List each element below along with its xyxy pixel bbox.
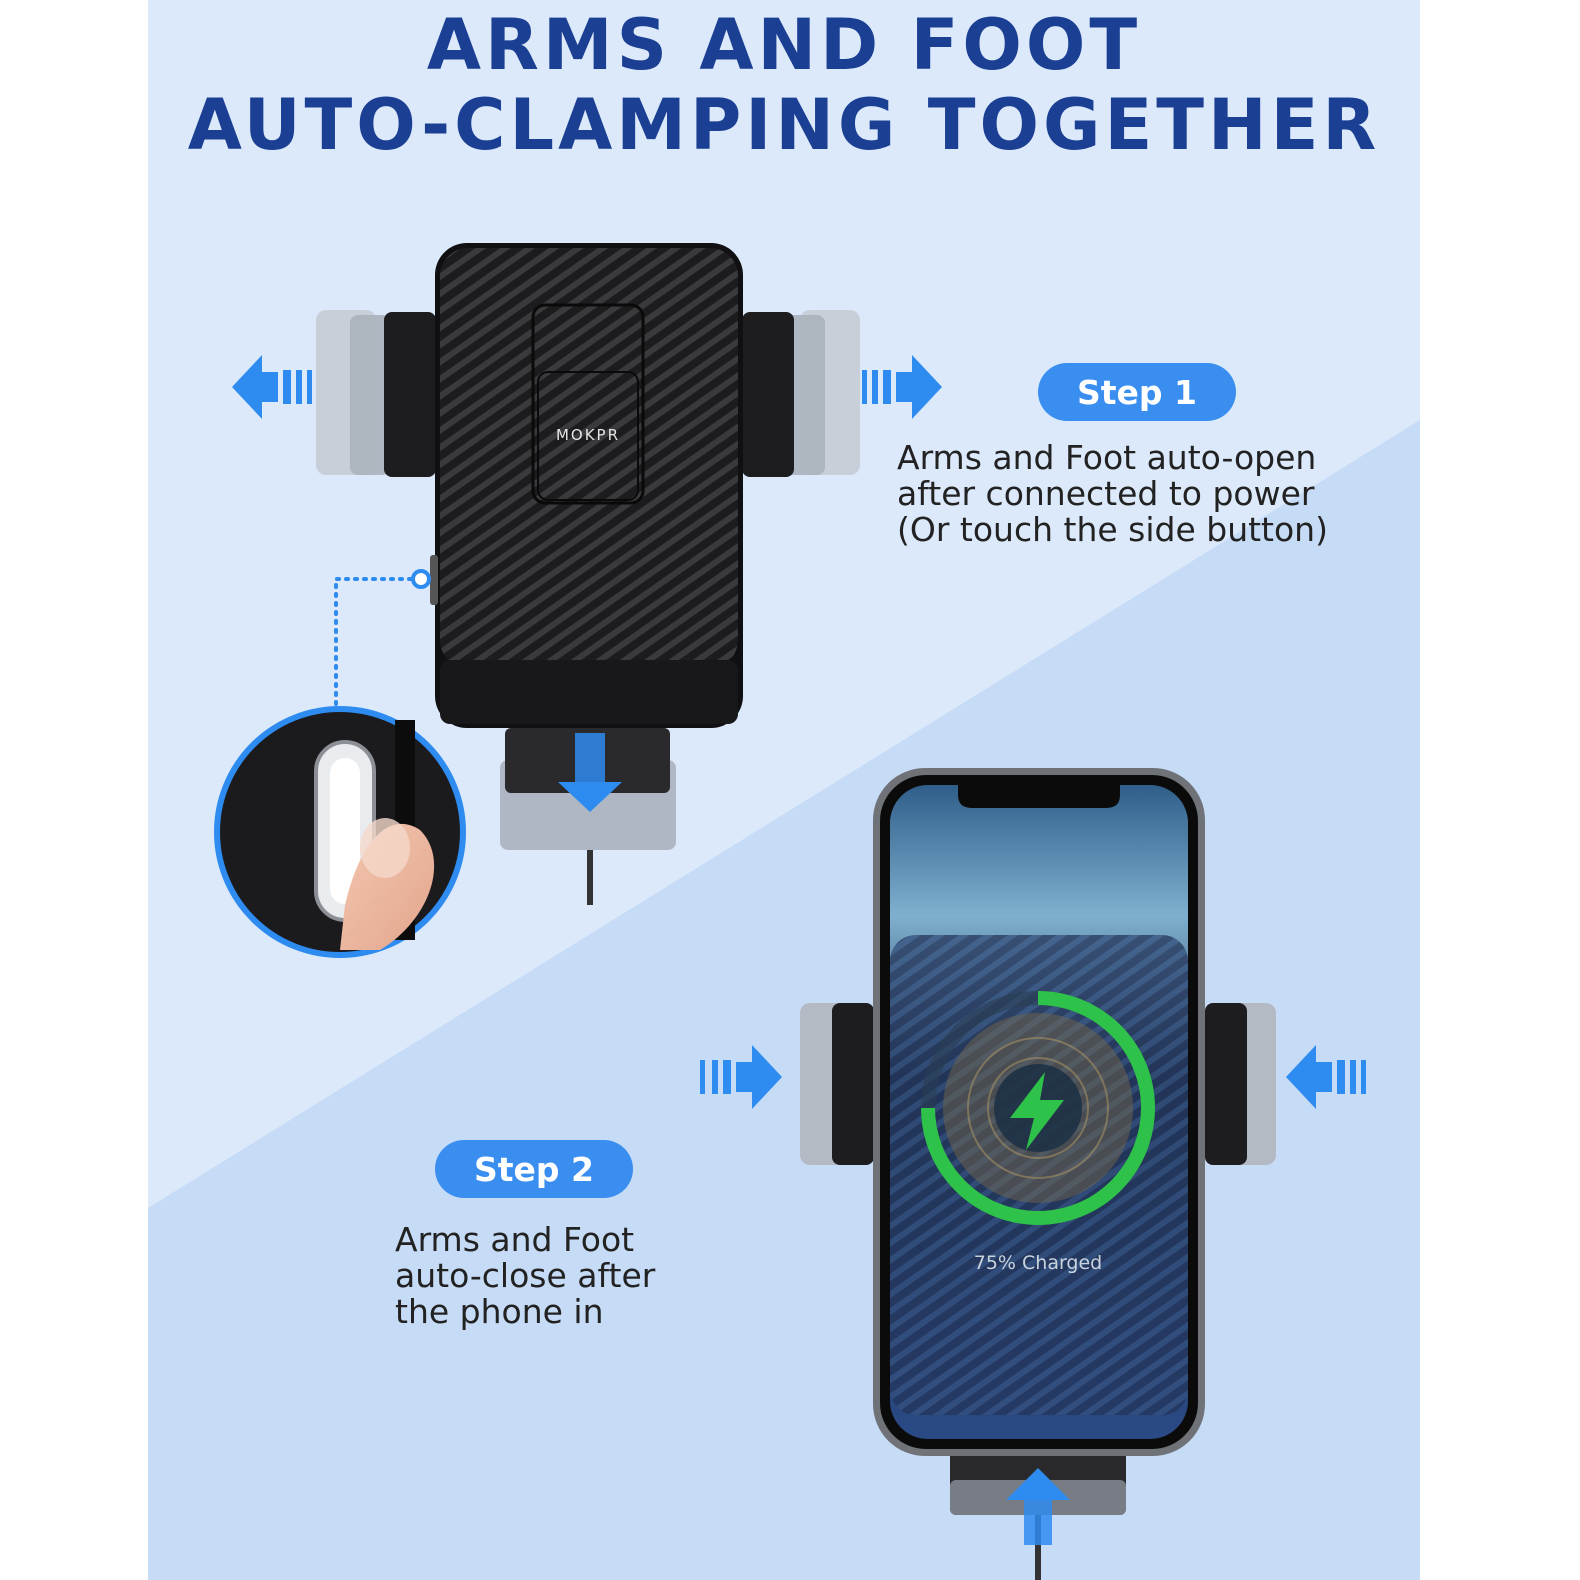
step-2-line: auto-close after (395, 1256, 656, 1295)
charge-ring (921, 991, 1155, 1225)
arrow-right-icon (862, 355, 942, 419)
arrow-down-icon (558, 733, 622, 812)
step-2-line: Arms and Foot (395, 1220, 635, 1259)
step-1-line: after connected to power (897, 474, 1315, 513)
arrow-right-in-icon (700, 1045, 782, 1109)
holder-open: MOKPR (214, 243, 942, 958)
arrow-left-icon (232, 355, 312, 419)
holder-closed (700, 768, 1366, 1580)
arrow-left-in-icon (1286, 1045, 1366, 1109)
step-1-badge: Step 1 (1038, 363, 1236, 421)
brand-logo: MOKPR (556, 426, 620, 444)
arrow-up-icon (1006, 1468, 1070, 1545)
step-1-description: Arms and Foot auto-open after connected … (897, 440, 1328, 548)
title-line-1: ARMS AND FOOT (426, 4, 1142, 86)
lightning-icon (1010, 1072, 1064, 1150)
step-1-line: (Or touch the side button) (897, 510, 1328, 549)
side-button-closeup (214, 706, 466, 958)
charge-status: 75% Charged (973, 1252, 1103, 1274)
step-2-line: the phone in (395, 1292, 604, 1331)
step-1-line: Arms and Foot auto-open (897, 438, 1317, 477)
title-line-2: AUTO-CLAMPING TOGETHER (187, 84, 1381, 166)
step-2-description: Arms and Foot auto-close after the phone… (395, 1222, 655, 1330)
step-2-badge: Step 2 (435, 1140, 633, 1198)
